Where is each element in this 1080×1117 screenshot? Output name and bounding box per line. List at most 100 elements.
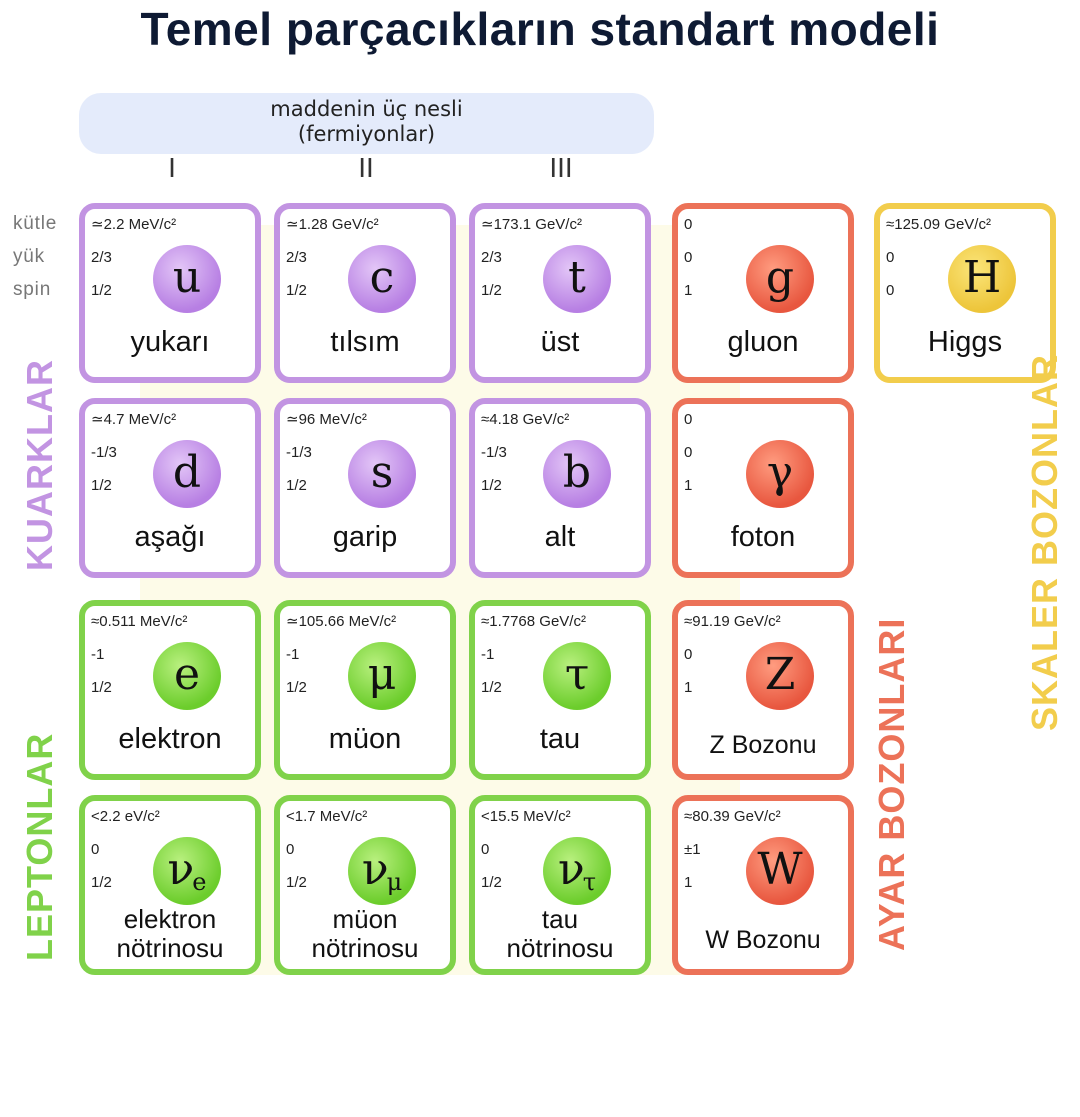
spin-value: 1/2 xyxy=(286,874,307,891)
particle-card-electron-neutrino: <2.2 eV/c² 0 1/2 νe elektron nötrinosu xyxy=(79,795,261,975)
spin-value: 1 xyxy=(684,477,693,494)
charge-value: 0 xyxy=(286,841,295,858)
mass-value: ≈0.511 MeV/c² xyxy=(91,613,188,630)
mass-value: ≃173.1 GeV/c² xyxy=(481,216,582,233)
charge-value: -1/3 xyxy=(286,444,312,461)
particle-properties: ≈91.19 GeV/c² 0 1 xyxy=(684,612,781,711)
particle-card-down: ≃4.7 MeV/c² -1/3 1/2 d aşağı xyxy=(79,398,261,578)
spin-value: 1/2 xyxy=(91,679,112,696)
particle-name: garip xyxy=(332,521,398,553)
gauge-bosons-label: AYAR BOZONLARI xyxy=(871,617,912,951)
particle-symbol: νe xyxy=(153,837,221,905)
charge-value: -1/3 xyxy=(91,444,117,461)
charge-value: -1/3 xyxy=(481,444,507,461)
particle-properties: ≈0.511 MeV/c² -1 1/2 xyxy=(91,612,187,711)
symbol-subscript: τ xyxy=(582,868,597,896)
particle-card-strange: ≃96 MeV/c² -1/3 1/2 s garip xyxy=(274,398,456,578)
charge-value: 0 xyxy=(684,444,693,461)
particle-name: müon xyxy=(328,723,402,755)
mass-value: ≃2.2 MeV/c² xyxy=(91,216,177,233)
particle-name: tau xyxy=(539,723,581,755)
particle-symbol: γ xyxy=(746,440,814,508)
particle-name: üst xyxy=(540,326,580,358)
spin-value: 1/2 xyxy=(481,874,502,891)
generation-3-label: III xyxy=(549,152,573,183)
particle-card-muon: ≃105.66 MeV/c² -1 1/2 μ müon xyxy=(274,600,456,780)
particle-properties: ≈4.18 GeV/c² -1/3 1/2 xyxy=(481,410,569,509)
mass-value: ≈1.7768 GeV/c² xyxy=(481,613,586,630)
scalar-bosons-label: SKALER BOZONLAR xyxy=(1024,354,1065,731)
spin-value: 0 xyxy=(886,282,895,299)
particle-card-bottom: ≈4.18 GeV/c² -1/3 1/2 b alt xyxy=(469,398,651,578)
particle-symbol: W xyxy=(746,837,814,905)
particle-properties: <1.7 MeV/c² 0 1/2 xyxy=(286,807,367,906)
spin-value: 1/2 xyxy=(481,679,502,696)
symbol-base: ν xyxy=(361,844,389,895)
charge-value: 0 xyxy=(481,841,490,858)
particle-properties: ≃2.2 MeV/c² 2/3 1/2 xyxy=(91,215,176,314)
mass-value: ≃105.66 MeV/c² xyxy=(286,613,397,630)
mass-value: ≈91.19 GeV/c² xyxy=(684,613,781,630)
particle-name: alt xyxy=(544,521,576,553)
particle-symbol: H xyxy=(948,245,1016,313)
particle-name: tılsım xyxy=(330,326,400,358)
particle-name: Higgs xyxy=(927,326,1003,358)
particle-name: aşağı xyxy=(134,521,206,553)
particle-name-line2: nötrinosu xyxy=(506,933,614,963)
particle-symbol: d xyxy=(153,440,221,508)
page-title: Temel parçacıkların standart modeli xyxy=(140,3,940,55)
spin-value: 1/2 xyxy=(481,282,502,299)
particle-name: elektron nötrinosu xyxy=(85,905,255,963)
particle-name: W Bozonu xyxy=(705,926,821,954)
particle-card-w-boson: ≈80.39 GeV/c² ±1 1 W W Bozonu xyxy=(672,795,854,975)
mass-value: ≃96 MeV/c² xyxy=(286,411,367,428)
spin-value: 1/2 xyxy=(91,282,112,299)
spin-value: 1/2 xyxy=(91,477,112,494)
charge-value: -1 xyxy=(481,646,495,663)
particle-symbol: b xyxy=(543,440,611,508)
particle-name-line2: nötrinosu xyxy=(116,933,224,963)
particle-name: foton xyxy=(730,521,796,553)
particle-name: gluon xyxy=(727,326,799,358)
particle-card-photon: 0 0 1 γ foton xyxy=(672,398,854,578)
quarks-label: KUARKLAR xyxy=(19,359,60,571)
particle-symbol: s xyxy=(348,440,416,508)
particle-symbol: g xyxy=(746,245,814,313)
charge-value: 2/3 xyxy=(481,249,502,266)
mass-value: ≈80.39 GeV/c² xyxy=(684,808,781,825)
particle-properties: ≃173.1 GeV/c² 2/3 1/2 xyxy=(481,215,582,314)
particle-card-up: ≃2.2 MeV/c² 2/3 1/2 u yukarı xyxy=(79,203,261,383)
particle-symbol: u xyxy=(153,245,221,313)
symbol-base: ν xyxy=(167,844,195,895)
mass-value: ≈125.09 GeV/c² xyxy=(886,216,991,233)
mass-value: 0 xyxy=(684,411,693,428)
particle-name-line1: müon xyxy=(332,904,398,934)
symbol-subscript: μ xyxy=(386,868,403,896)
charge-value: 0 xyxy=(91,841,100,858)
mass-value: ≃1.28 GeV/c² xyxy=(286,216,379,233)
particle-properties: 0 0 1 xyxy=(684,410,692,509)
generation-1-label: I xyxy=(168,152,176,183)
particle-symbol: e xyxy=(153,642,221,710)
particle-card-higgs: ≈125.09 GeV/c² 0 0 H Higgs xyxy=(874,203,1056,383)
particle-properties: ≃105.66 MeV/c² -1 1/2 xyxy=(286,612,396,711)
particle-card-z-boson: ≈91.19 GeV/c² 0 1 Z Z Bozonu xyxy=(672,600,854,780)
row-label-charge: yük xyxy=(13,246,45,267)
particle-properties: ≃1.28 GeV/c² 2/3 1/2 xyxy=(286,215,379,314)
particle-properties: 0 0 1 xyxy=(684,215,692,314)
mass-value: <15.5 MeV/c² xyxy=(481,808,571,825)
particle-card-tau-neutrino: <15.5 MeV/c² 0 1/2 ντ tau nötrinosu xyxy=(469,795,651,975)
mass-value: <2.2 eV/c² xyxy=(91,808,160,825)
particle-properties: ≃4.7 MeV/c² -1/3 1/2 xyxy=(91,410,176,509)
generations-header: maddenin üç nesli (fermiyonlar) xyxy=(79,93,654,154)
particle-symbol: τ xyxy=(543,642,611,710)
row-label-spin: spin xyxy=(13,279,52,300)
spin-value: 1 xyxy=(684,874,693,891)
charge-value: 2/3 xyxy=(286,249,307,266)
particle-properties: <2.2 eV/c² 0 1/2 xyxy=(91,807,160,906)
generations-header-line2: (fermiyonlar) xyxy=(297,122,436,146)
particle-symbol: Z xyxy=(746,642,814,710)
particle-name: tau nötrinosu xyxy=(475,905,645,963)
particle-name: elektron xyxy=(118,723,222,755)
particle-card-tau: ≈1.7768 GeV/c² -1 1/2 τ tau xyxy=(469,600,651,780)
